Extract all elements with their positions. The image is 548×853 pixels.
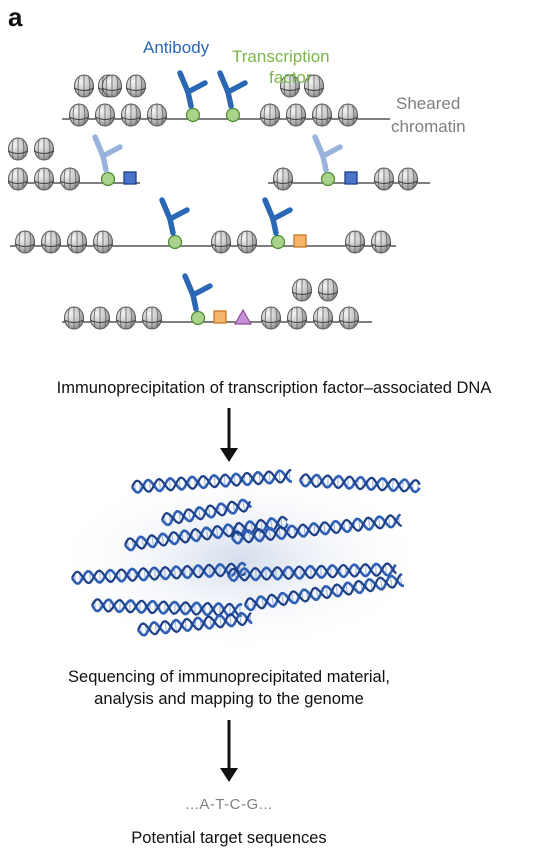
flow-arrows (220, 408, 238, 782)
nucleosome (338, 306, 360, 330)
sequence-text: ...A-T-C-G... (185, 796, 273, 813)
sheared-chromatin-label-line1: Sheared (396, 94, 461, 113)
transcription-factor-label-line1: Transcription (232, 47, 330, 66)
cofactor-square-orange-icon (213, 310, 227, 324)
nucleosome (63, 306, 85, 330)
nucleosome (370, 230, 392, 254)
nucleosome (236, 230, 258, 254)
cofactor-square-blue-icon (344, 171, 358, 185)
dna-double-helix (160, 498, 253, 527)
dna-double-helix (70, 561, 247, 586)
panel-label: a (8, 2, 23, 32)
nucleosome (312, 306, 334, 330)
dna-double-helix (298, 473, 421, 494)
nucleosome (7, 167, 29, 191)
transcription-factor-label-line2: factor (269, 68, 312, 87)
nucleosome (68, 103, 90, 127)
down-arrow-icon (220, 408, 238, 462)
transcription-factor-icon (320, 171, 336, 187)
nucleosome (260, 306, 282, 330)
nucleosome (272, 167, 294, 191)
nucleosome (125, 74, 147, 98)
dna-double-helix (226, 562, 397, 583)
nucleosome (311, 103, 333, 127)
cofactor-square-orange-icon (293, 234, 307, 248)
nucleosome (73, 74, 95, 98)
sequencing-step-text-line2: analysis and mapping to the genome (94, 690, 364, 708)
nucleosome (115, 306, 137, 330)
nucleosome (397, 167, 419, 191)
nucleosome (344, 230, 366, 254)
nucleosome (7, 137, 29, 161)
nucleosome (337, 103, 359, 127)
nucleosome (303, 74, 325, 98)
dna-pile-shadow (50, 465, 430, 655)
nucleosome (33, 137, 55, 161)
nucleosome (59, 167, 81, 191)
nucleosome (286, 306, 308, 330)
cofactor-triangle-icon (233, 308, 253, 325)
dna-double-helix (243, 573, 405, 612)
down-arrow-icon (220, 720, 238, 782)
antibody-icon (182, 273, 213, 312)
sheared-chromatin-label-line2: chromatin (391, 117, 466, 136)
nucleosome (259, 103, 281, 127)
transcription-factor-icon (167, 234, 183, 250)
sheared-chromatin-group (7, 70, 430, 330)
antibody-icon (92, 134, 123, 173)
antibody-icon (312, 134, 343, 173)
nucleosome (89, 306, 111, 330)
nucleosome (101, 74, 123, 98)
nucleosome (92, 230, 114, 254)
target-sequences-text: Potential target sequences (131, 829, 327, 847)
nucleosome (373, 167, 395, 191)
antibody-icon (262, 197, 293, 236)
nucleosome (279, 74, 301, 98)
cofactor-square-blue-icon (123, 171, 137, 185)
nucleosome (210, 230, 232, 254)
immunoprecipitated-dna-pile (50, 465, 430, 655)
transcription-factor-icon (225, 107, 241, 123)
nucleosome (14, 230, 36, 254)
nucleosome (40, 230, 62, 254)
nucleosome (146, 103, 168, 127)
immunoprecipitation-step-text: Immunoprecipitation of transcription fac… (56, 379, 492, 397)
antibody-icon (177, 70, 208, 109)
dna-double-helix (136, 611, 253, 637)
nucleosome (33, 167, 55, 191)
transcription-factor-icon (270, 234, 286, 250)
transcription-factor-icon (100, 171, 116, 187)
antibody-icon (217, 70, 248, 109)
transcription-factor-icon (185, 107, 201, 123)
sequencing-step-text-line1: Sequencing of immunoprecipitated materia… (68, 668, 390, 686)
dna-double-helix (230, 513, 403, 545)
nucleosome (317, 278, 339, 302)
antibody-label: Antibody (143, 38, 210, 57)
antibody-icon (159, 197, 190, 236)
nucleosome (120, 103, 142, 127)
nucleosome (66, 230, 88, 254)
dna-double-helix (130, 468, 293, 494)
nucleosome (291, 278, 313, 302)
transcription-factor-icon (190, 310, 206, 326)
nucleosome (94, 103, 116, 127)
nucleosome (285, 103, 307, 127)
dna-double-helix (90, 598, 243, 618)
nucleosome (141, 306, 163, 330)
